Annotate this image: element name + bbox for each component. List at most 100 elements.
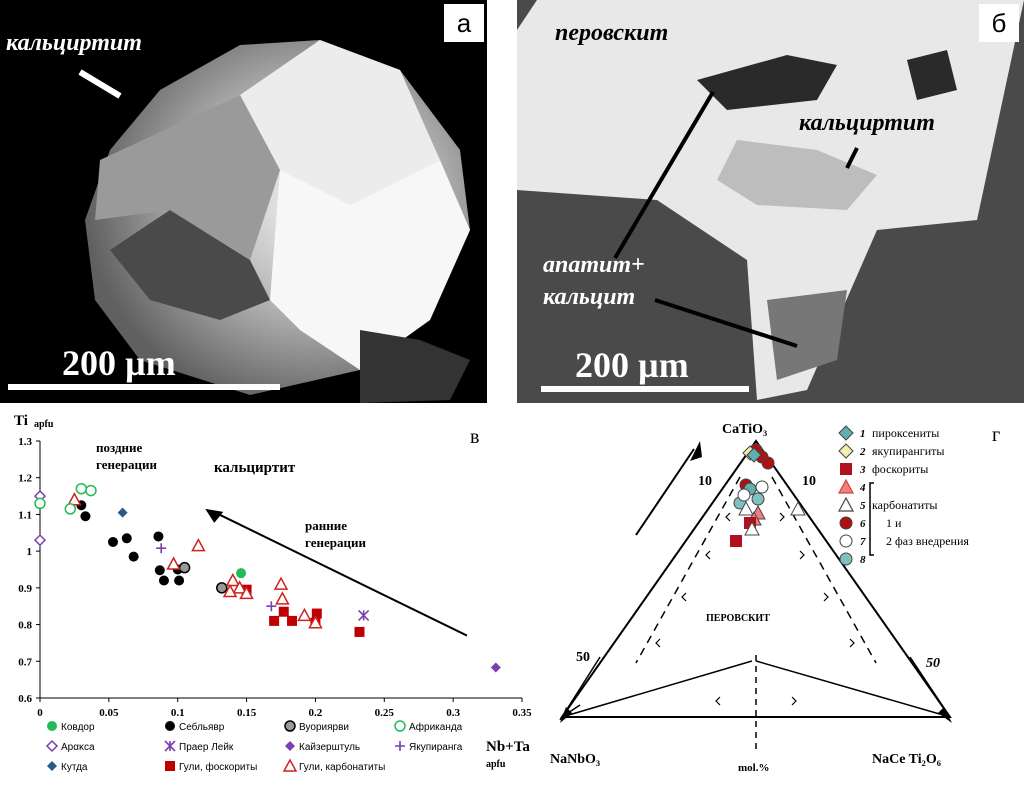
pointer-line-a: [78, 69, 122, 99]
legend-label: карбонатиты: [872, 498, 938, 512]
edge-chevron: [725, 512, 731, 522]
edge-chevron: [681, 592, 687, 602]
scatter-chart: Ti apfu в поздние генерации кальциртит р…: [14, 413, 532, 773]
trend-arrow: [205, 508, 468, 637]
scale-label-b: 200 µm: [575, 345, 689, 385]
scatter-point: [85, 484, 97, 497]
tick-10-left: 10: [698, 474, 712, 489]
scatter-point: [107, 536, 118, 547]
apex-left-label: NaNbO₃: [550, 752, 600, 767]
y-tick-label: 0.9: [18, 583, 32, 595]
ternary-points: [730, 443, 806, 547]
legend-label: 1 и: [886, 516, 902, 530]
y-tick-label: 1.2: [18, 473, 32, 485]
panel-tag-g: г: [992, 424, 1000, 446]
legend-label: Арακса: [61, 742, 95, 753]
scatter-point: [222, 583, 238, 598]
legend-marker: [839, 552, 853, 566]
edge-chevron: [655, 638, 661, 648]
y-tick-label: 0.7: [18, 656, 32, 668]
trend-arrow-line: [218, 513, 468, 637]
legend-number: 6: [860, 518, 866, 530]
ternary-point: [746, 447, 762, 463]
annotation-early-1: ранние: [305, 518, 347, 533]
legend-label: 2 фаз внедрения: [886, 534, 969, 548]
legend-number: 3: [859, 464, 866, 476]
scale-bar-a: [8, 384, 280, 390]
y-axis-label: Ti: [14, 413, 28, 429]
ternary-panel: CaTiO₃ NaNbO₃ NaCe Ti₂O₆ ПЕРОВСКИТ mol.%…: [540, 405, 1024, 788]
calcirtite-label-a: кальциртит: [6, 30, 142, 56]
legend-marker: [285, 741, 295, 751]
scatter-point: [154, 565, 165, 576]
scatter-point: [269, 615, 280, 626]
y-tick-label: 1.3: [18, 436, 32, 448]
perovskite-image-b: [517, 0, 1024, 400]
legend-bracket: [869, 482, 874, 556]
panel-tag-v: в: [470, 426, 479, 448]
edge-chevron: [715, 696, 721, 706]
edge-chevron: [849, 638, 855, 648]
legend-label: Кутда: [61, 762, 88, 773]
legend-marker: [282, 758, 298, 772]
legend-label: фоскориты: [872, 462, 928, 476]
legend-number: 8: [860, 554, 866, 566]
legend-label: Себльявр: [179, 721, 225, 733]
x-tick-label: 0.35: [512, 707, 532, 719]
ternary-frame: [559, 439, 952, 753]
scatter-point: [166, 556, 181, 570]
x-axis-label: Nb+Ta: [486, 739, 530, 755]
scale-label-a: 200 µm: [62, 343, 176, 383]
legend-marker: [839, 516, 853, 530]
ternary-point: [751, 492, 765, 506]
x-tick-label: 0.05: [99, 707, 119, 719]
legend-marker: [47, 761, 57, 771]
scatter-point: [34, 497, 46, 510]
legend-marker: [284, 720, 296, 732]
apatite-label-b: апатит+: [543, 252, 645, 278]
legend-marker: [164, 740, 176, 752]
ternary-point: [790, 500, 806, 516]
scatter-point: [178, 561, 191, 574]
x-tick-label: 0.15: [237, 707, 257, 719]
scatter-point: [239, 585, 254, 600]
legend-marker: [839, 534, 853, 548]
scatter-point: [297, 607, 312, 622]
annotation-early-2: генерации: [305, 535, 366, 550]
calcite-label-b: кальцит: [543, 284, 636, 310]
scatter-point: [191, 538, 206, 552]
pointer-lines-b: [613, 90, 859, 348]
x-tick-label: 0.1: [171, 707, 185, 719]
edge-chevron: [791, 696, 797, 706]
ternary-point: [738, 500, 754, 516]
calcirtite-label-b: кальциртит: [799, 110, 935, 136]
trend-arrow-line: [635, 448, 695, 536]
scatter-point: [225, 572, 241, 587]
legend-marker: [45, 739, 59, 753]
legend-label: Праер Лейк: [179, 742, 234, 753]
scatter-panel: Ti apfu в поздние генерации кальциртит р…: [0, 405, 540, 788]
ternary-point: [761, 456, 775, 470]
legend-marker: [165, 721, 175, 731]
apex-right-label: NaCe Ti₂O₆: [872, 752, 941, 767]
scatter-points: [33, 482, 501, 673]
scatter-point: [216, 582, 228, 594]
legend-label: Гули, карбонатиты: [299, 761, 385, 773]
legend-marker: [837, 478, 855, 494]
field-label: ПЕРОВСКИТ: [706, 613, 770, 624]
tick-50-left: 50: [576, 650, 590, 665]
legend-label: Гули, фоскориты: [179, 761, 257, 773]
panel-tag-b: б: [979, 4, 1019, 42]
x-axis-label-sub: apfu: [486, 759, 506, 770]
legend-number: 2: [859, 446, 866, 458]
legend-label: Кайзерштуль: [299, 742, 360, 753]
scatter-point: [273, 576, 289, 590]
edge-chevron: [823, 592, 829, 602]
scatter-point: [153, 531, 164, 542]
legend-label: Ковдор: [61, 722, 95, 733]
legend-number: 1: [860, 428, 866, 440]
scatter-point: [75, 482, 88, 495]
